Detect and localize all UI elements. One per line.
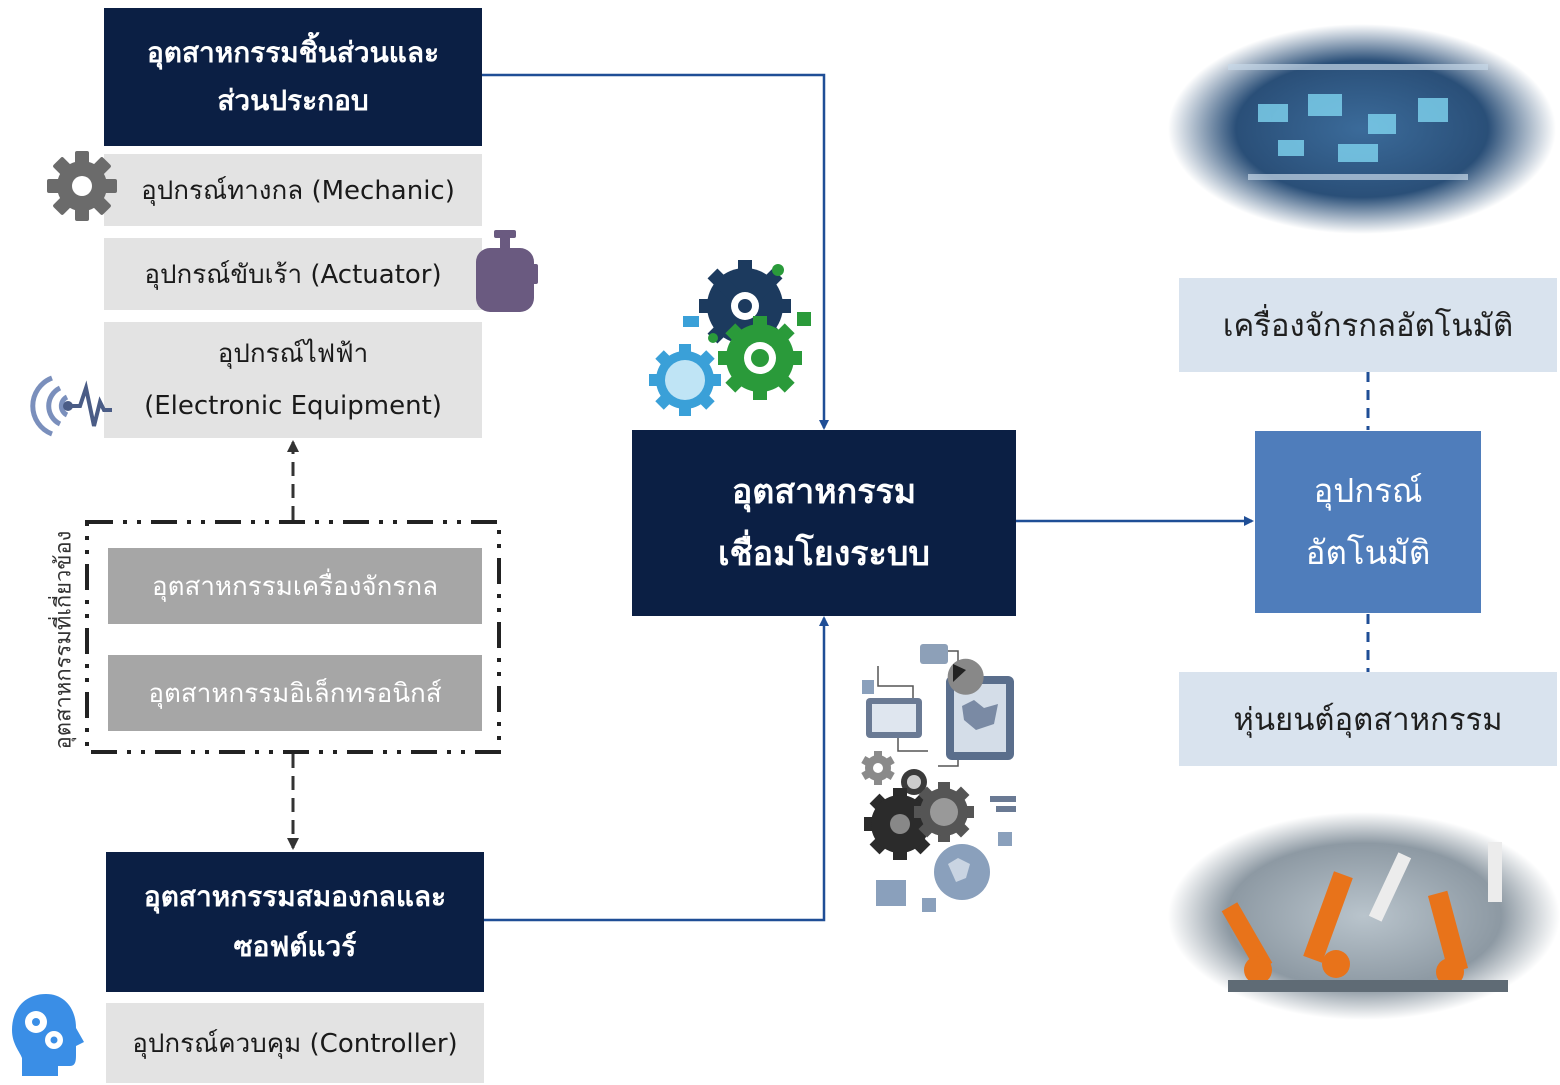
- machinery-industry-box: อุตสาหกรรมเครื่องจักรกล: [108, 548, 482, 624]
- system-integration-title-1: อุตสาหกรรม: [731, 472, 917, 512]
- arrow-bottom-to-center: [484, 616, 829, 922]
- system-integration-box: อุตสาหกรรม เชื่อมโยงระบบ: [632, 430, 1016, 616]
- machinery-industry-label: อุตสาหกรรมเครื่องจักรกล: [151, 571, 439, 602]
- electronic-box: อุปกรณ์ไฟฟ้า (Electronic Equipment): [104, 322, 482, 438]
- gears-cluster-icon: [649, 260, 811, 416]
- arrow-top-to-center: [482, 73, 829, 430]
- automation-device-title-2: อัตโนมัติ: [1305, 533, 1431, 572]
- automatic-machinery-box: เครื่องจักรกลอัตโนมัติ: [1179, 278, 1557, 372]
- gear-icon: [47, 151, 117, 221]
- electronic-label-1: อุปกรณ์ไฟฟ้า: [217, 339, 369, 369]
- mechanic-label: อุปกรณ์ทางกล (Mechanic): [141, 175, 455, 206]
- head-gears-icon: [12, 994, 84, 1076]
- parts-industry-box: อุตสาหกรรมชิ้นส่วนและ ส่วนประกอบ: [104, 8, 482, 146]
- industrial-robot-label: หุ่นยนต์อุตสาหกรรม: [1233, 702, 1503, 738]
- automatic-machinery-label: เครื่องจักรกลอัตโนมัติ: [1222, 308, 1514, 344]
- robot-arms-photo: [1168, 812, 1560, 1020]
- system-integration-title-2: เชื่อมโยงระบบ: [717, 534, 930, 574]
- software-industry-title-2: ซอฟต์แวร์: [233, 930, 357, 963]
- actuator-box: อุปกรณ์ขับเร้า (Actuator): [104, 238, 482, 310]
- electronics-industry-box: อุตสาหกรรมอิเล็กทรอนิกส์: [108, 655, 482, 731]
- controller-box: อุปกรณ์ควบคุม (Controller): [106, 1003, 484, 1083]
- industrial-robot-box: หุ่นยนต์อุตสาหกรรม: [1179, 672, 1557, 766]
- related-group-frame: [85, 520, 501, 754]
- tech-cluster-icon: [861, 644, 1016, 912]
- related-caption: อุตสาหกรรมที่เกี่ยวข้อง: [51, 530, 77, 750]
- signal-icon: [30, 375, 112, 437]
- automation-device-title-1: อุปกรณ์: [1313, 471, 1423, 510]
- software-industry-title-1: อุตสาหกรรมสมองกลและ: [143, 880, 447, 913]
- mechanic-box: อุปกรณ์ทางกล (Mechanic): [104, 154, 482, 226]
- parts-industry-title-1: อุตสาหกรรมชิ้นส่วนและ: [146, 36, 440, 69]
- parts-industry-title-2: ส่วนประกอบ: [217, 84, 369, 117]
- software-industry-box: อุตสาหกรรมสมองกลและ ซอฟต์แวร์: [106, 852, 484, 992]
- automation-device-box: อุปกรณ์ อัตโนมัติ: [1255, 431, 1481, 613]
- factory-photo: [1168, 24, 1556, 234]
- electronic-label-2: (Electronic Equipment): [144, 391, 442, 421]
- actuator-icon: [476, 230, 538, 312]
- electronics-industry-label: อุตสาหกรรมอิเล็กทรอนิกส์: [148, 678, 442, 709]
- actuator-label: อุปกรณ์ขับเร้า (Actuator): [144, 259, 442, 290]
- controller-label: อุปกรณ์ควบคุม (Controller): [132, 1028, 458, 1059]
